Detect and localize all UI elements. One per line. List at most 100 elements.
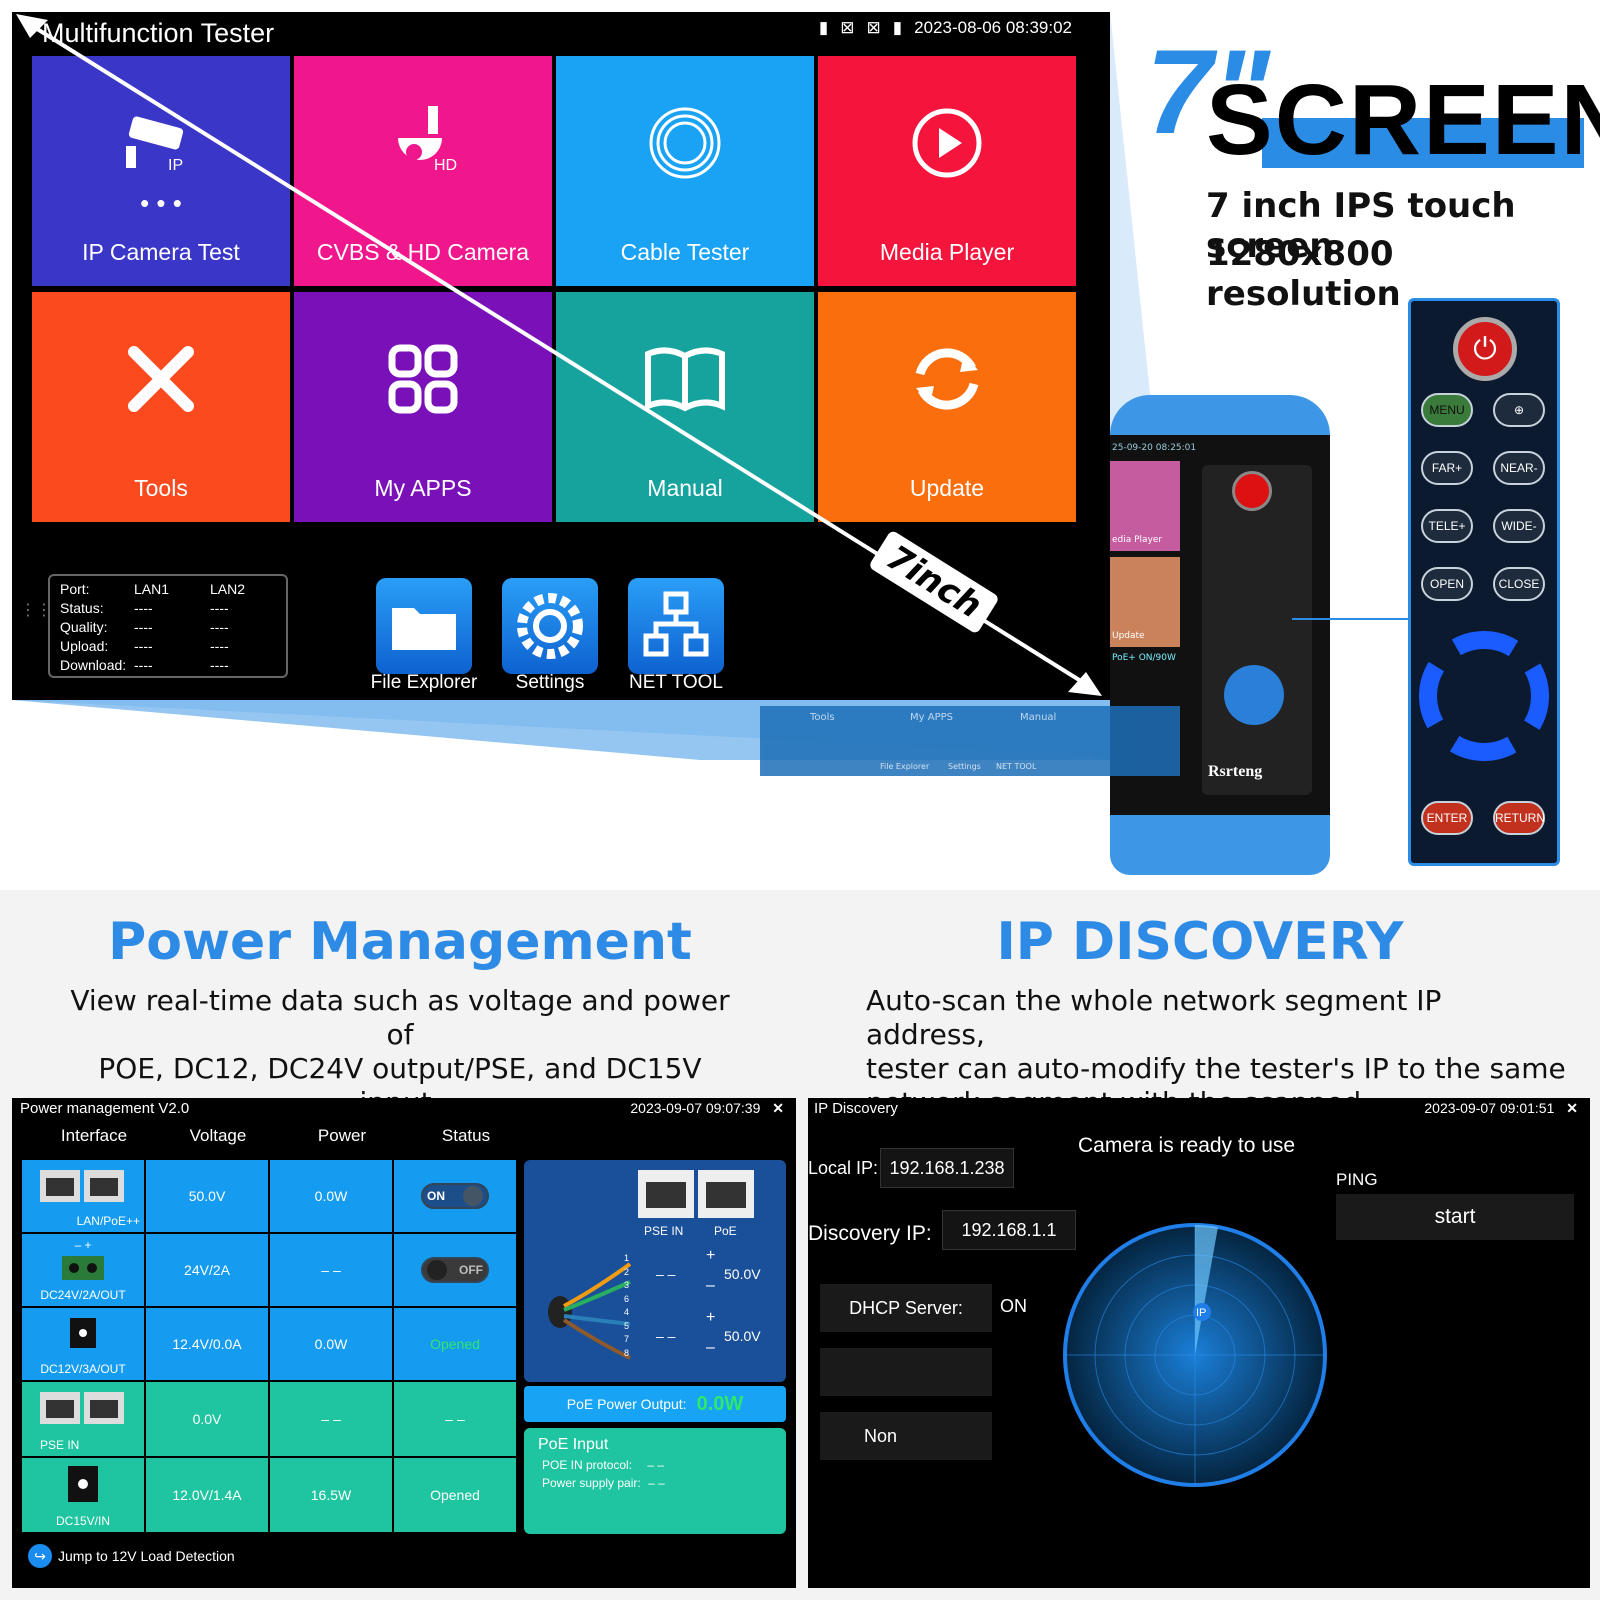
device-lower-screen: Tools My APPS Manual File Explorer Setti… (760, 706, 1180, 776)
wire-number: 7 (624, 1334, 630, 1344)
pm-voltage: 24V/2A (146, 1234, 268, 1306)
wire-number: 3 (624, 1280, 630, 1290)
tile-update[interactable]: Update (818, 292, 1076, 522)
lan-row: Quality: ---- ---- (60, 618, 276, 637)
tile-label: Tools (134, 475, 188, 501)
lan-label: Status: (60, 600, 104, 616)
ipd-title: IP Discovery (814, 1100, 898, 1117)
pm-interface-cell: – + DC24V/2A/OUT (22, 1234, 144, 1306)
lan-value: ---- (210, 657, 229, 673)
close-icon[interactable]: ✕ (772, 1100, 784, 1116)
device-label: My APPS (910, 712, 953, 723)
tile-manual[interactable]: Manual (556, 292, 814, 522)
file-explorer-button[interactable] (376, 578, 472, 674)
blank-button[interactable] (820, 1348, 992, 1396)
text-line: tester can auto-modify the tester's IP t… (866, 1052, 1566, 1085)
pm-status-bar: 2023-09-07 09:07:39 ✕ (630, 1100, 784, 1117)
device-label: File Explorer (880, 762, 930, 771)
tile-tools[interactable]: Tools (32, 292, 290, 522)
app-label: File Explorer (370, 672, 478, 693)
tile-cvbs-hd-camera[interactable]: HD CVBS & HD Camera (294, 56, 552, 286)
dc24-toggle[interactable]: OFF (421, 1257, 489, 1283)
cable-coil-icon (649, 107, 721, 179)
pm-voltage: 12.4V/0.0A (146, 1308, 268, 1380)
lan-status-panel: Port: LAN1 LAN2 Status: ---- ---- Qualit… (48, 574, 288, 678)
lan-value: ---- (134, 619, 153, 635)
tile-label: CVBS & HD Camera (316, 239, 530, 265)
lan-label: Quality: (60, 619, 108, 635)
toggle-knob (427, 1260, 447, 1280)
pair-dash: – – (656, 1328, 676, 1344)
settings-button[interactable] (502, 578, 598, 674)
text-line: Auto-scan the whole network segment IP a… (866, 984, 1442, 1051)
pm-interface-cell: LAN/PoE++ (22, 1160, 144, 1232)
more-dots-icon: • • • (140, 188, 182, 218)
ip-section-text: Auto-scan the whole network segment IP a… (866, 984, 1566, 1120)
radar-scan-icon: IP (1063, 1223, 1327, 1487)
local-ip-field[interactable]: 192.168.1.238 (880, 1148, 1014, 1188)
supply-pair-row: Power supply pair: – – (538, 1476, 772, 1490)
lan-value: ---- (134, 638, 153, 654)
tester-device: 25-09-20 08:25:01 edia Player Update PoE… (1110, 395, 1330, 875)
interface-label: LAN/PoE++ (76, 1214, 140, 1228)
pm-power: 0.0W (270, 1308, 392, 1380)
wire-number: 4 (624, 1307, 630, 1317)
non-button[interactable]: Non (820, 1412, 992, 1460)
tile-media-player[interactable]: Media Player (818, 56, 1076, 286)
play-icon (912, 108, 982, 178)
wire-number: 6 (624, 1293, 630, 1304)
pm-status-cell: ON (394, 1160, 516, 1232)
ping-start-button[interactable]: start (1336, 1194, 1574, 1240)
tile-cable-tester[interactable]: Cable Tester (556, 56, 814, 286)
dhcp-server-button[interactable]: DHCP Server: (820, 1284, 992, 1332)
poe-toggle[interactable]: ON (421, 1183, 489, 1209)
near-key: NEAR- (1493, 451, 1545, 485)
callout-line (1292, 618, 1408, 620)
tile-ip-camera-test[interactable]: IP • • • IP Camera Test (32, 56, 290, 286)
device-tile-label: Update (1112, 631, 1145, 641)
apps-icon (388, 344, 458, 414)
svg-text:IP: IP (1196, 1307, 1206, 1319)
gear-icon (517, 593, 583, 659)
pm-status: Opened (394, 1308, 516, 1380)
lan-label: Port: (60, 581, 90, 597)
drawer-handle-icon[interactable]: ⋮⋮ (20, 600, 52, 619)
dome-camera-icon: HD (398, 106, 457, 174)
interface-label: PSE IN (40, 1438, 80, 1452)
poe-output-value: 0.0W (696, 1392, 744, 1415)
screen-title: Multifunction Tester (42, 18, 275, 48)
polarity-sign: +– (706, 1309, 716, 1356)
svg-text:IP: IP (168, 157, 183, 174)
tile-label: Update (909, 475, 985, 501)
lan-value: ---- (210, 619, 229, 635)
device-label: Manual (1020, 712, 1057, 723)
menu-key: MENU (1421, 393, 1473, 427)
polarity-sign: +– (706, 1247, 716, 1294)
close-icon[interactable]: ✕ (1566, 1100, 1578, 1116)
pm-voltage: 0.0V (146, 1382, 268, 1456)
status-bar: ▮ ⊠ ⊠ ▮ 2023-08-06 08:39:02 (819, 18, 1072, 38)
jump-link-label: Jump to 12V Load Detection (58, 1548, 235, 1564)
tile-label: Cable Tester (620, 239, 750, 265)
poe-protocol-label: POE IN protocol: (542, 1458, 633, 1472)
pm-status: Opened (394, 1458, 516, 1532)
pm-voltage: 12.0V/1.4A (146, 1458, 268, 1532)
heading-accent-bar (1262, 118, 1584, 168)
net-tool-button[interactable] (628, 578, 724, 674)
tile-my-apps[interactable]: My APPS (294, 292, 552, 522)
network-icon (643, 591, 709, 657)
main-home-screen: Multifunction Tester ▮ ⊠ ⊠ ▮ 2023-08-06 … (12, 12, 1110, 700)
open-key: OPEN (1421, 567, 1473, 601)
lan-value: ---- (210, 638, 229, 654)
wire-number: 5 (624, 1320, 630, 1331)
device-label: Settings (948, 762, 981, 771)
polarity-label: – + (74, 1238, 92, 1252)
jump-link[interactable]: ↪ Jump to 12V Load Detection (28, 1544, 235, 1568)
tile-label: Manual (647, 475, 723, 501)
poe-protocol-value: – – (647, 1458, 665, 1472)
device-poe-label: PoE+ ON/90W (1112, 653, 1176, 663)
wire-numbers: 1 2 3 6 4 5 7 8 (624, 1252, 629, 1360)
lan-value: ---- (134, 600, 153, 616)
discovery-ip-field[interactable]: 192.168.1.1 (942, 1210, 1076, 1250)
poe-output-label: PoE Power Output: (566, 1396, 687, 1412)
